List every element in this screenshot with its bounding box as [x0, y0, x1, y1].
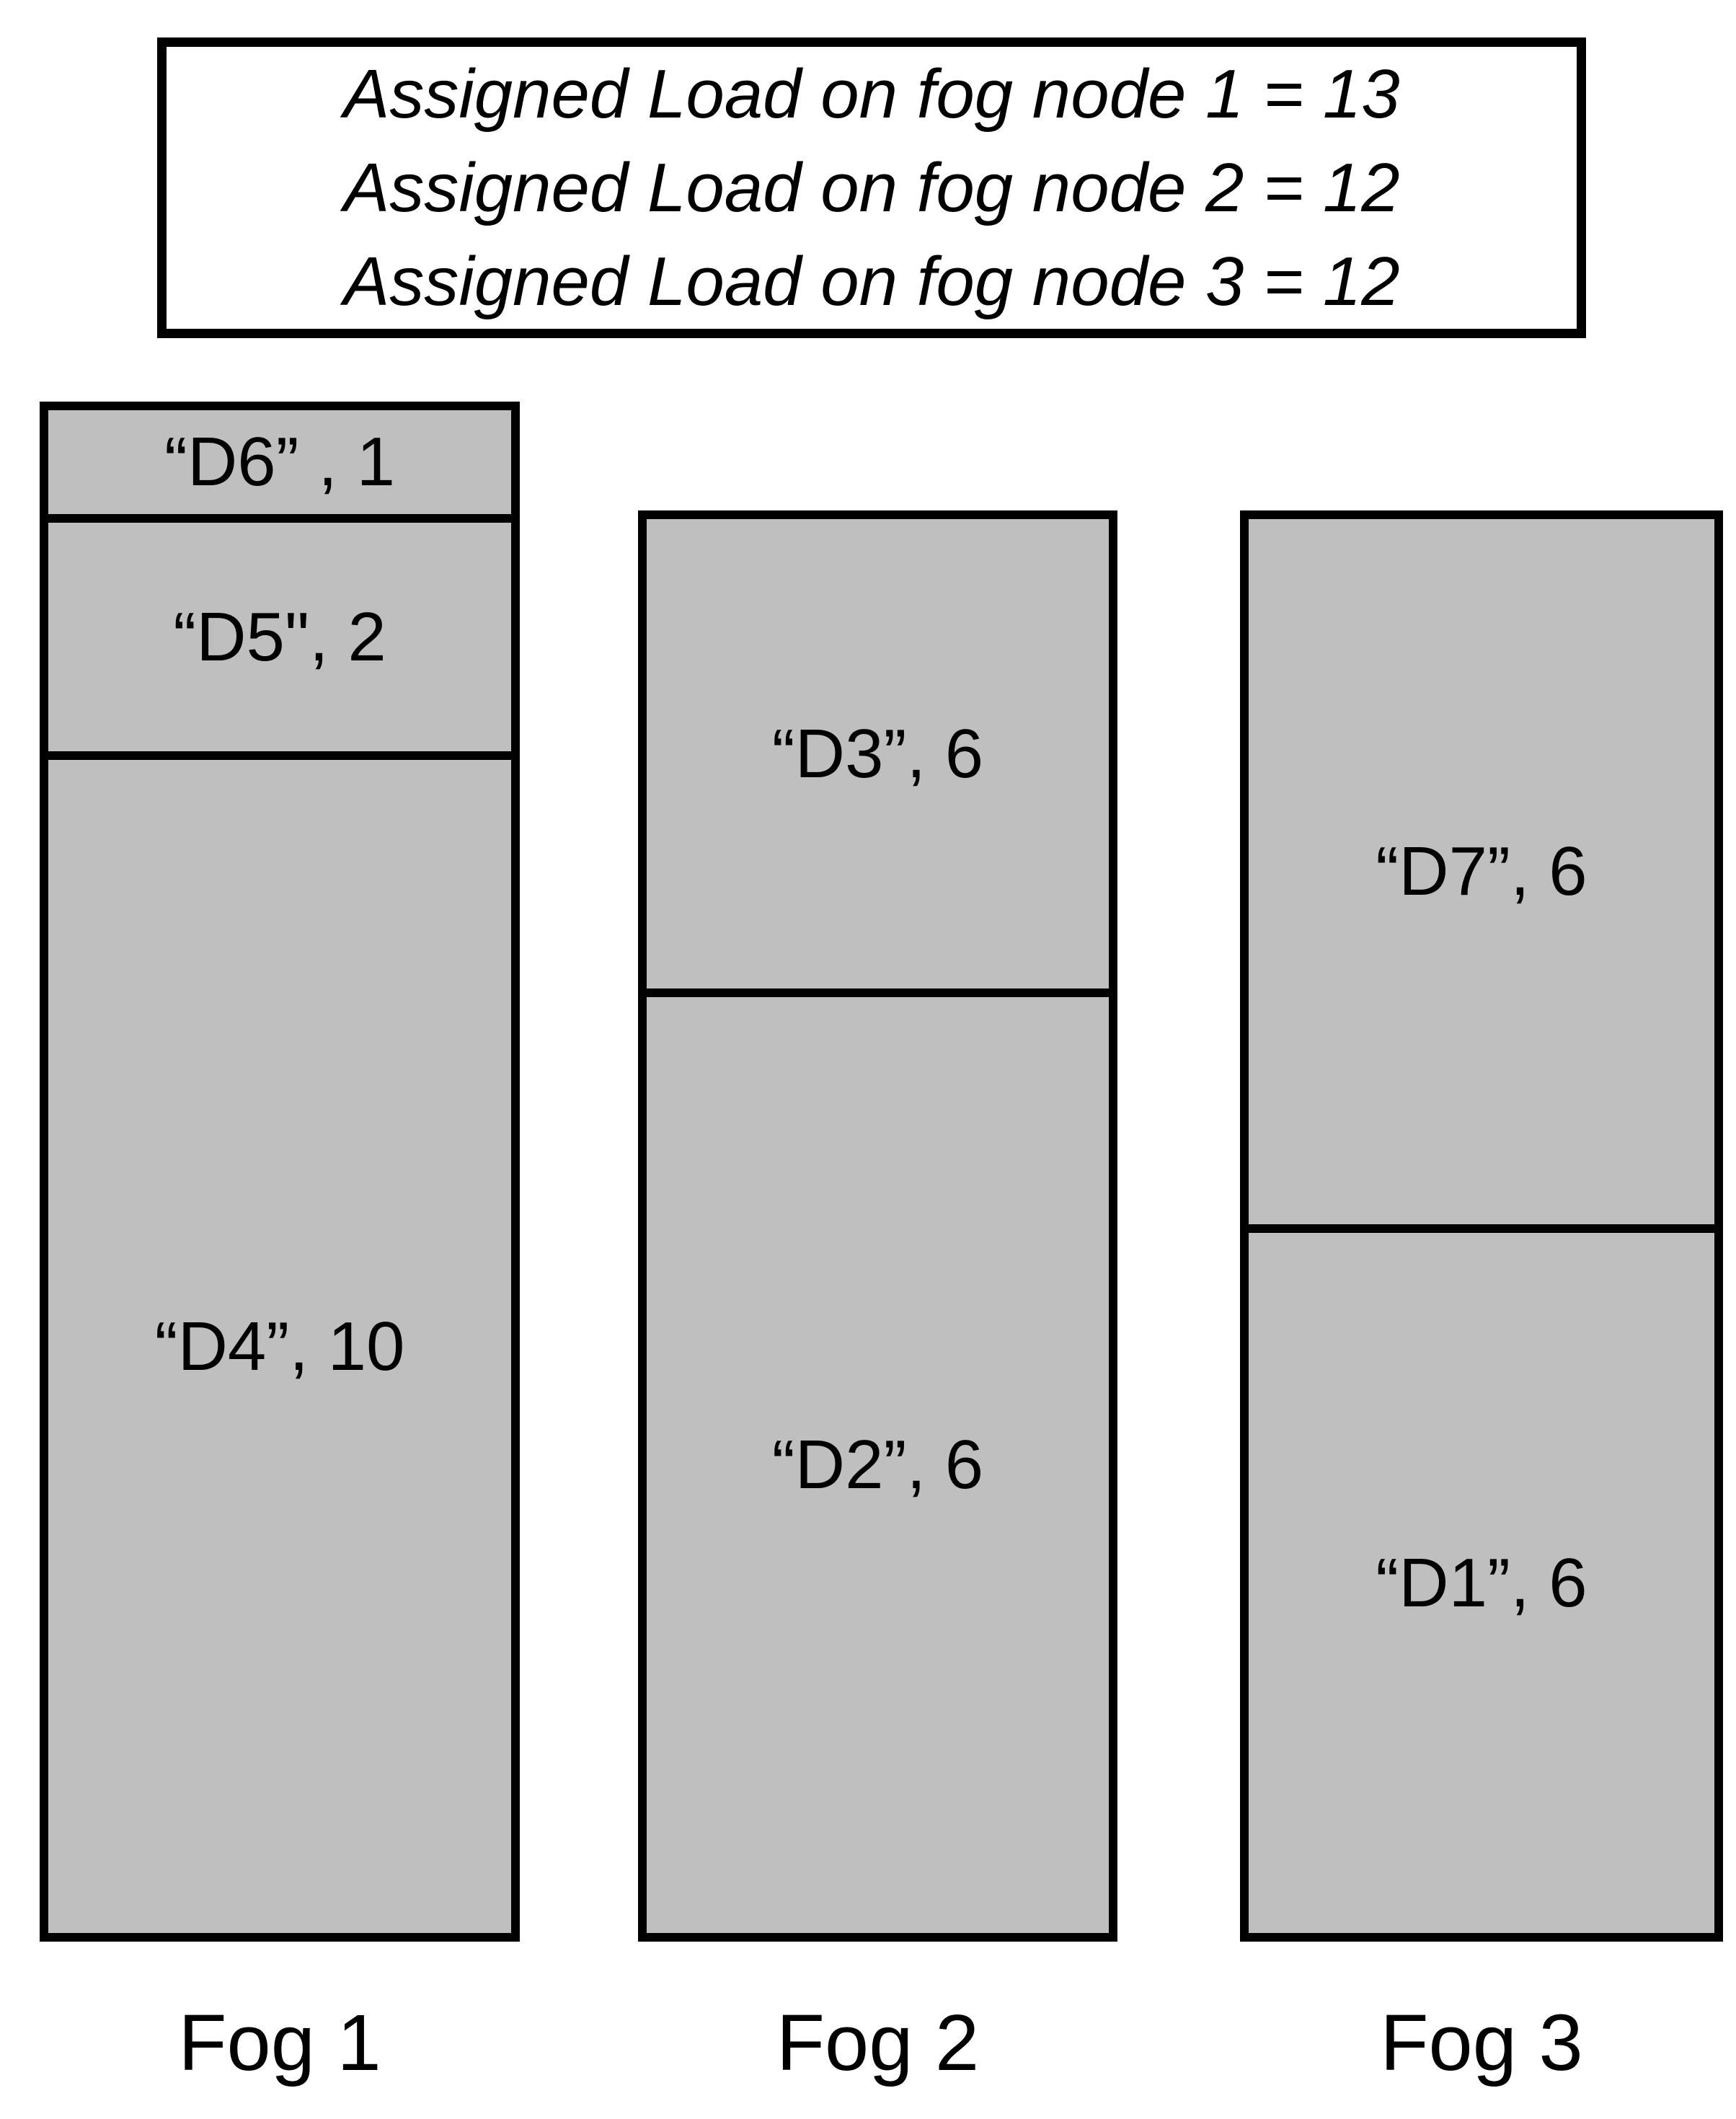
segment-d4: “D4”, 10	[48, 751, 511, 1933]
segment-d2-label: “D2”, 6	[771, 1426, 984, 1503]
fog1-category-label: Fog 1	[178, 1999, 381, 2087]
segment-d1-label: “D1”, 6	[1376, 1544, 1587, 1622]
segment-d3-label: “D3”, 6	[771, 715, 984, 792]
fog3-category-label: Fog 3	[1380, 1999, 1583, 2087]
segment-d2: “D2”, 6	[647, 988, 1109, 1933]
fog3-bar: “D7”, 6 “D1”, 6	[1240, 510, 1723, 1942]
fog1-bar: “D6” , 1 “D5", 2 “D4”, 10	[40, 402, 520, 1942]
fog2-bar: “D3”, 6 “D2”, 6	[638, 510, 1117, 1942]
segment-d6-label: “D6” , 1	[164, 423, 396, 500]
segment-d7: “D7”, 6	[1249, 519, 1714, 1224]
assigned-load-summary-box: Assigned Load on fog node 1 = 13 Assigne…	[157, 37, 1586, 338]
segment-d5: “D5", 2	[48, 514, 511, 751]
summary-line-fog3: Assigned Load on fog node 3 = 12	[343, 242, 1400, 320]
summary-line-fog2: Assigned Load on fog node 2 = 12	[343, 149, 1400, 226]
segment-d4-label: “D4”, 10	[154, 1307, 405, 1385]
segment-d1: “D1”, 6	[1249, 1224, 1714, 1933]
segment-d7-label: “D7”, 6	[1376, 833, 1587, 910]
segment-d6: “D6” , 1	[48, 410, 511, 514]
fog2-category-label: Fog 2	[776, 1999, 980, 2087]
segment-d3: “D3”, 6	[647, 519, 1109, 988]
summary-line-fog1: Assigned Load on fog node 1 = 13	[343, 55, 1400, 133]
segment-d5-label: “D5", 2	[173, 598, 386, 676]
